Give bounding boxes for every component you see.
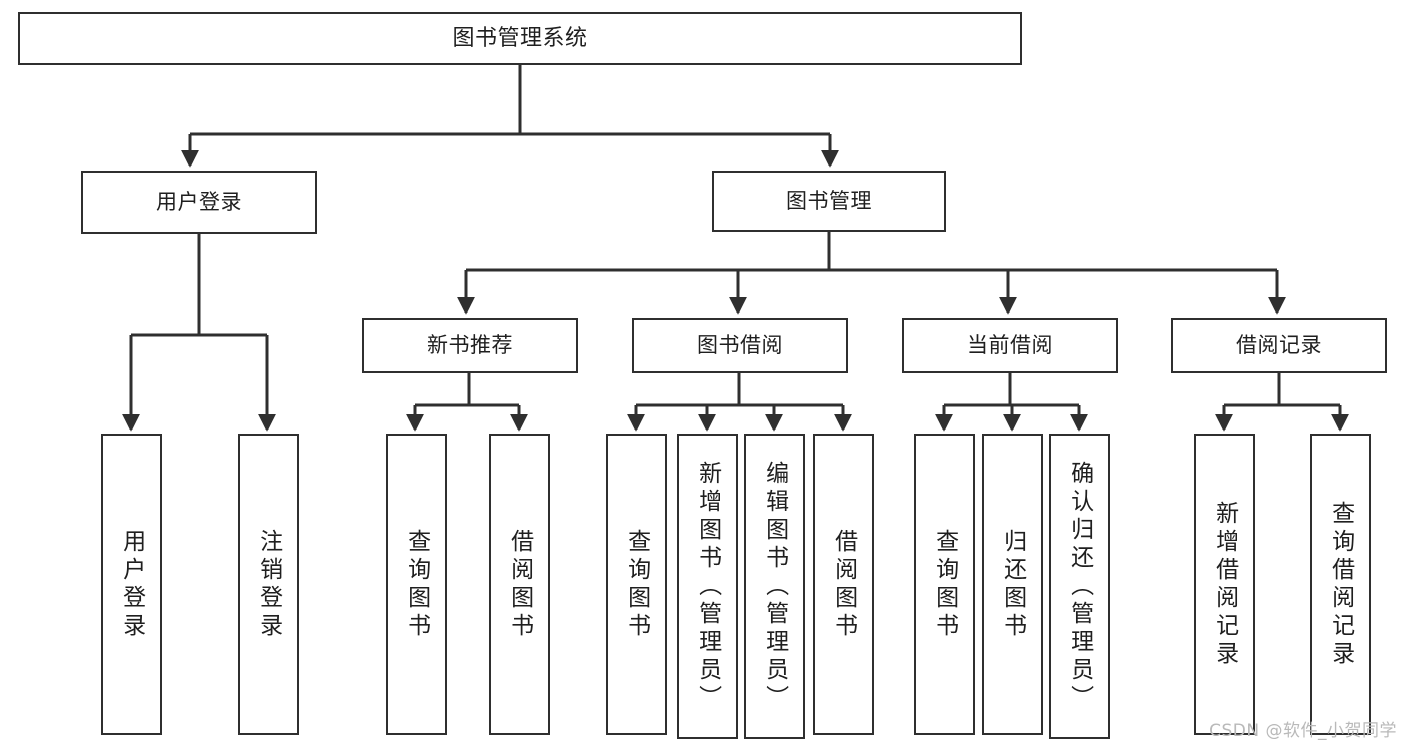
node-leaf-confirm-return-admin[interactable]: 确认归还（管理员） (1049, 434, 1110, 739)
node-leaf-add-book-admin[interactable]: 新增图书（管理员） (677, 434, 738, 739)
node-leaf-query-book-recommend[interactable]: 查询图书 (386, 434, 447, 735)
node-label: 用户登录 (118, 528, 145, 641)
node-label: 查询图书 (623, 528, 650, 641)
node-label: 用户登录 (156, 190, 242, 215)
node-label: 借阅记录 (1236, 333, 1322, 358)
node-book-borrow[interactable]: 图书借阅 (632, 318, 848, 373)
node-label: 编辑图书（管理员） (761, 460, 788, 713)
node-label: 借阅图书 (506, 528, 533, 641)
node-label: 注销登录 (255, 528, 282, 641)
node-label: 当前借阅 (967, 333, 1053, 358)
node-label: 查询借阅记录 (1327, 500, 1354, 669)
node-new-book-recommend[interactable]: 新书推荐 (362, 318, 578, 373)
node-borrow-record[interactable]: 借阅记录 (1171, 318, 1387, 373)
node-current-borrow[interactable]: 当前借阅 (902, 318, 1118, 373)
node-leaf-borrow-book[interactable]: 借阅图书 (813, 434, 874, 735)
node-leaf-query-book-current[interactable]: 查询图书 (914, 434, 975, 735)
node-book-management[interactable]: 图书管理 (712, 171, 946, 232)
node-label: 图书管理系统 (452, 25, 588, 51)
node-label: 新增借阅记录 (1211, 500, 1238, 669)
node-leaf-edit-book-admin[interactable]: 编辑图书（管理员） (744, 434, 805, 739)
node-leaf-logout[interactable]: 注销登录 (238, 434, 299, 735)
node-label: 借阅图书 (830, 528, 857, 641)
node-root-system[interactable]: 图书管理系统 (18, 12, 1022, 65)
node-label: 图书管理 (786, 189, 872, 214)
node-leaf-borrow-book-recommend[interactable]: 借阅图书 (489, 434, 550, 735)
node-leaf-query-book-borrow[interactable]: 查询图书 (606, 434, 667, 735)
node-label: 新增图书（管理员） (694, 460, 721, 713)
node-label: 图书借阅 (697, 333, 783, 358)
node-label: 确认归还（管理员） (1066, 460, 1093, 713)
node-leaf-add-borrow-record[interactable]: 新增借阅记录 (1194, 434, 1255, 735)
node-leaf-return-book[interactable]: 归还图书 (982, 434, 1043, 735)
node-leaf-query-borrow-record[interactable]: 查询借阅记录 (1310, 434, 1371, 735)
node-label: 查询图书 (403, 528, 430, 641)
node-label: 查询图书 (931, 528, 958, 641)
node-label: 归还图书 (999, 528, 1026, 641)
node-user-login[interactable]: 用户登录 (81, 171, 317, 234)
node-label: 新书推荐 (427, 333, 513, 358)
node-leaf-user-login[interactable]: 用户登录 (101, 434, 162, 735)
watermark-text: CSDN @软件_小贺同学 (1209, 721, 1397, 741)
